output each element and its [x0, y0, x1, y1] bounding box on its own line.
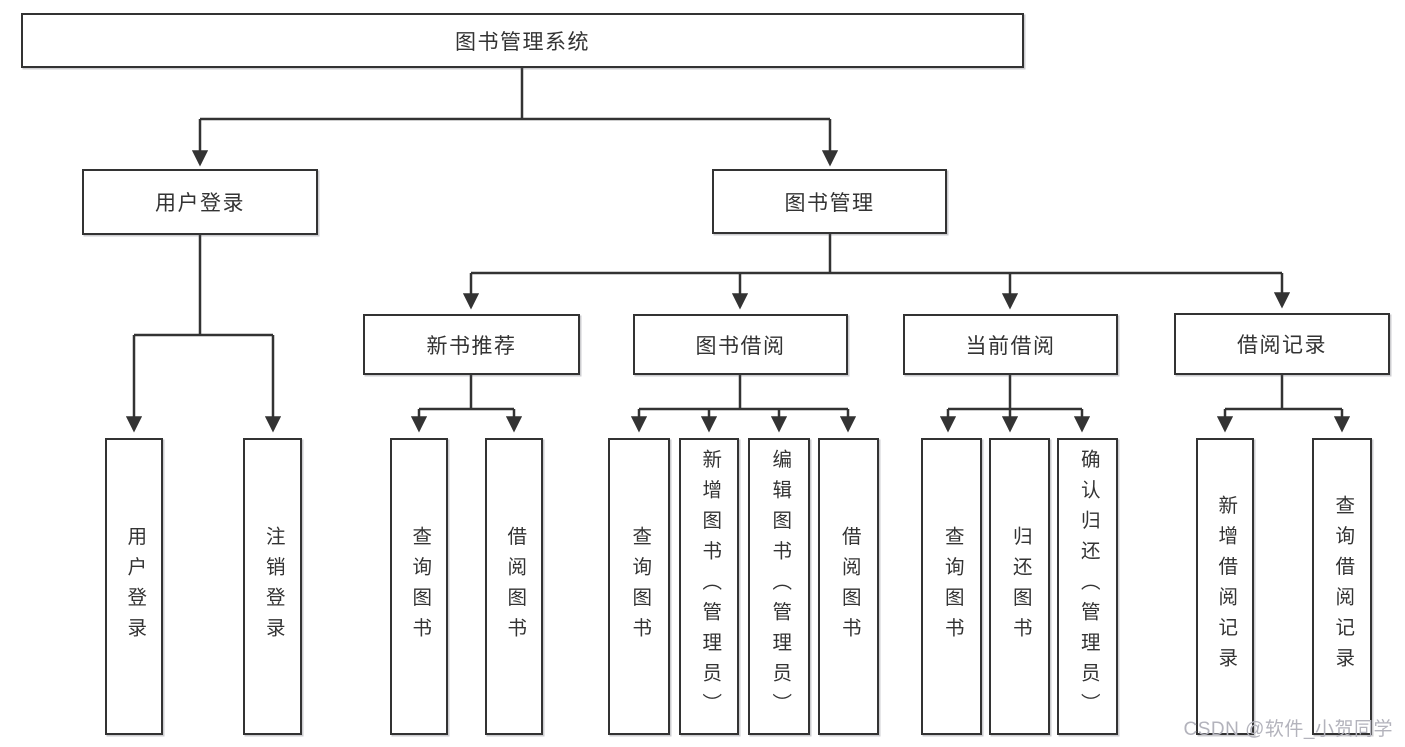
leaf-bb-add-books-label: 新增图书（管理员） [698, 449, 721, 724]
leaf-br-query-record: 查询借阅记录 [1312, 438, 1372, 735]
node-user-login: 用户登录 [82, 169, 318, 235]
leaf-cb-confirm-return-label: 确认归还（管理员） [1077, 449, 1100, 724]
node-root-system-label: 图书管理系统 [455, 30, 590, 54]
node-book-management-label: 图书管理 [784, 191, 875, 215]
node-root-system: 图书管理系统 [21, 13, 1024, 68]
leaf-bb-borrow-books-label: 借阅图书 [838, 525, 861, 648]
leaf-bb-edit-books-label: 编辑图书（管理员） [768, 449, 791, 724]
leaf-cb-return-books-label: 归还图书 [1009, 525, 1032, 648]
leaf-br-add-record-label: 新增借阅记录 [1214, 495, 1237, 678]
leaf-bb-query-books: 查询图书 [608, 438, 670, 735]
leaf-nbr-query-books: 查询图书 [390, 438, 448, 735]
leaf-cb-query-books-label: 查询图书 [941, 525, 964, 648]
leaf-br-add-record: 新增借阅记录 [1196, 438, 1254, 735]
leaf-br-query-record-label: 查询借阅记录 [1331, 495, 1354, 678]
csdn-watermark: CSDN @软件_小贺同学 [1183, 719, 1393, 740]
leaf-bb-query-books-label: 查询图书 [628, 525, 651, 648]
node-new-book-recommend-label: 新书推荐 [426, 334, 517, 358]
leaf-cb-return-books: 归还图书 [989, 438, 1050, 735]
leaf-logout-label: 注销登录 [262, 525, 285, 648]
node-book-borrowing-label: 图书借阅 [695, 334, 786, 358]
node-new-book-recommend: 新书推荐 [363, 314, 580, 375]
node-current-borrowing-label: 当前借阅 [965, 334, 1056, 358]
node-borrowing-records: 借阅记录 [1174, 313, 1390, 375]
leaf-user-login: 用户登录 [105, 438, 163, 735]
leaf-bb-borrow-books: 借阅图书 [818, 438, 879, 735]
node-user-login-label: 用户登录 [155, 192, 245, 215]
node-borrowing-records-label: 借阅记录 [1237, 334, 1327, 357]
leaf-cb-confirm-return: 确认归还（管理员） [1057, 438, 1118, 735]
node-current-borrowing: 当前借阅 [903, 314, 1118, 375]
leaf-nbr-borrow-books: 借阅图书 [485, 438, 543, 735]
node-book-borrowing: 图书借阅 [633, 314, 848, 375]
leaf-user-login-label: 用户登录 [123, 525, 146, 648]
leaf-cb-query-books: 查询图书 [921, 438, 982, 735]
leaf-nbr-borrow-books-label: 借阅图书 [503, 525, 526, 648]
leaf-bb-edit-books: 编辑图书（管理员） [748, 438, 810, 735]
node-book-management: 图书管理 [712, 169, 947, 234]
leaf-nbr-query-books-label: 查询图书 [408, 525, 431, 648]
leaf-bb-add-books: 新增图书（管理员） [679, 438, 739, 735]
leaf-logout: 注销登录 [243, 438, 302, 735]
